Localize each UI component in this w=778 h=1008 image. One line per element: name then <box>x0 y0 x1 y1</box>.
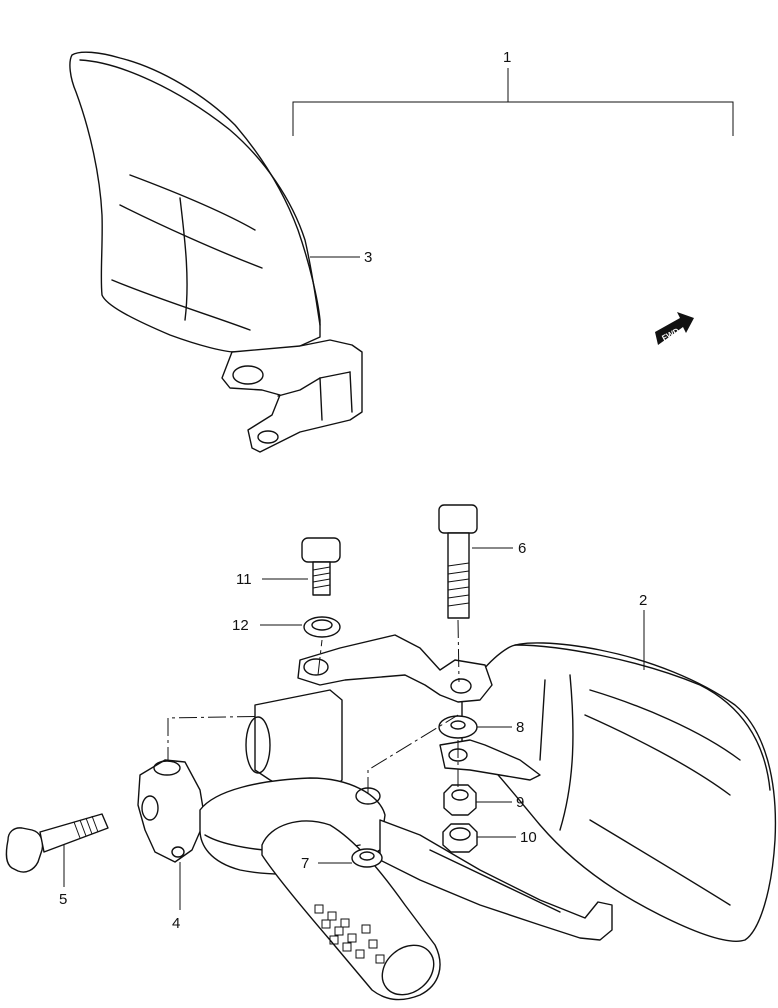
nut-9 <box>443 784 477 816</box>
alignment-lines <box>167 619 460 795</box>
guard-bracket-upper <box>297 634 493 703</box>
callout-label-2: 2 <box>639 592 647 609</box>
pivot-collar-7 <box>351 848 383 868</box>
handlebar-grip <box>261 820 441 1001</box>
callout-1-bracket <box>292 68 734 136</box>
clutch-lever <box>379 819 613 941</box>
hand-guard-upper <box>69 51 363 453</box>
callout-label-12: 12 <box>232 617 249 634</box>
callout-label-6: 6 <box>518 540 526 557</box>
bolt-11 <box>301 537 341 596</box>
collar-12 <box>303 616 341 638</box>
bolt-5 <box>5 813 109 873</box>
grip-texture <box>314 904 385 964</box>
callout-label-9: 9 <box>516 794 524 811</box>
washer-8 <box>438 715 478 739</box>
callout-label-8: 8 <box>516 719 524 736</box>
callout-label-11: 11 <box>236 571 252 588</box>
fwd-arrow-badge: FWD <box>655 312 694 345</box>
bolt-6 <box>438 504 478 619</box>
callout-label-10: 10 <box>520 829 537 846</box>
callout-label-5: 5 <box>59 891 67 908</box>
callout-label-1: 1 <box>503 49 511 66</box>
callout-label-7: 7 <box>301 855 309 872</box>
nut-10 <box>442 823 478 853</box>
callout-label-3: 3 <box>364 249 372 266</box>
hand-guard-lower <box>461 642 777 942</box>
callout-label-4: 4 <box>172 915 180 932</box>
